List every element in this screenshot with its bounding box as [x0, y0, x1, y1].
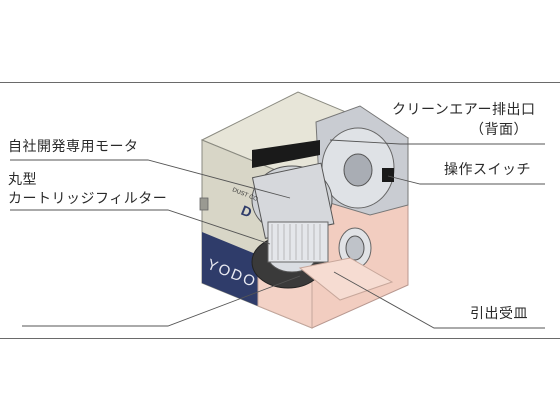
leader-filter: [10, 209, 271, 245]
front-navy-band: [202, 232, 258, 306]
motor-mount: [252, 140, 320, 168]
leader-tray: [333, 271, 545, 329]
label-switch: 操作スイッチ: [444, 162, 531, 178]
label-motor: 自社開発専用モータ: [8, 139, 139, 155]
leader-lines: [10, 139, 545, 329]
leader-exhaust: [329, 139, 545, 145]
label-exhaust-line2: （背面）: [470, 122, 528, 138]
exhaust-fan-hub: [343, 153, 373, 187]
diagram-frame: [0, 82, 560, 339]
label-tray: 引出受皿: [470, 306, 528, 322]
filter-pleats: [271, 224, 321, 260]
operation-switch: [382, 168, 394, 182]
leader-motor: [10, 159, 291, 199]
leader-switch: [387, 175, 545, 185]
intake-duct-opening: [345, 235, 365, 261]
side-latch: [199, 197, 209, 211]
cartridge-filter-body: [267, 221, 329, 263]
label-filter-line2: カートリッジフィルター: [8, 191, 168, 207]
label-exhaust-line1: クリーンエアー排出口: [392, 102, 536, 118]
leader-bottom: [22, 275, 301, 327]
label-filter-line1: 丸型: [8, 172, 37, 188]
